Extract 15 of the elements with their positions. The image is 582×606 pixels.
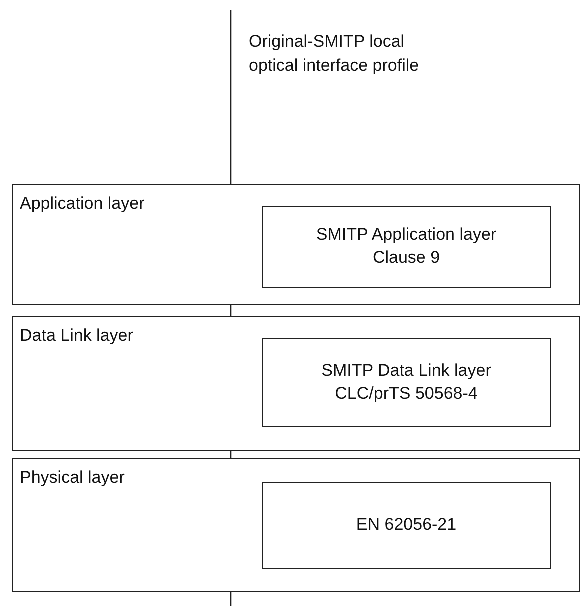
layer-band [12,316,580,451]
component-text: CLC/prTS 50568-4 [335,382,478,404]
component-text: Clause 9 [372,247,440,269]
component-text: SMITP Application layer [316,224,497,246]
component-box [262,482,551,569]
profile-title: Original-SMITP local optical interface profile [249,31,420,77]
layer-name: Physical layer [20,467,125,489]
layer-band [12,458,580,592]
component-text: EN 62056-21 [356,514,457,536]
layer-name: Application layer [20,193,145,215]
component-text: SMITP Data Link layer [322,360,492,382]
component-box [262,206,551,288]
component-box [262,338,551,427]
layer-band [12,184,580,305]
layer-name: Data Link layer [20,325,134,347]
